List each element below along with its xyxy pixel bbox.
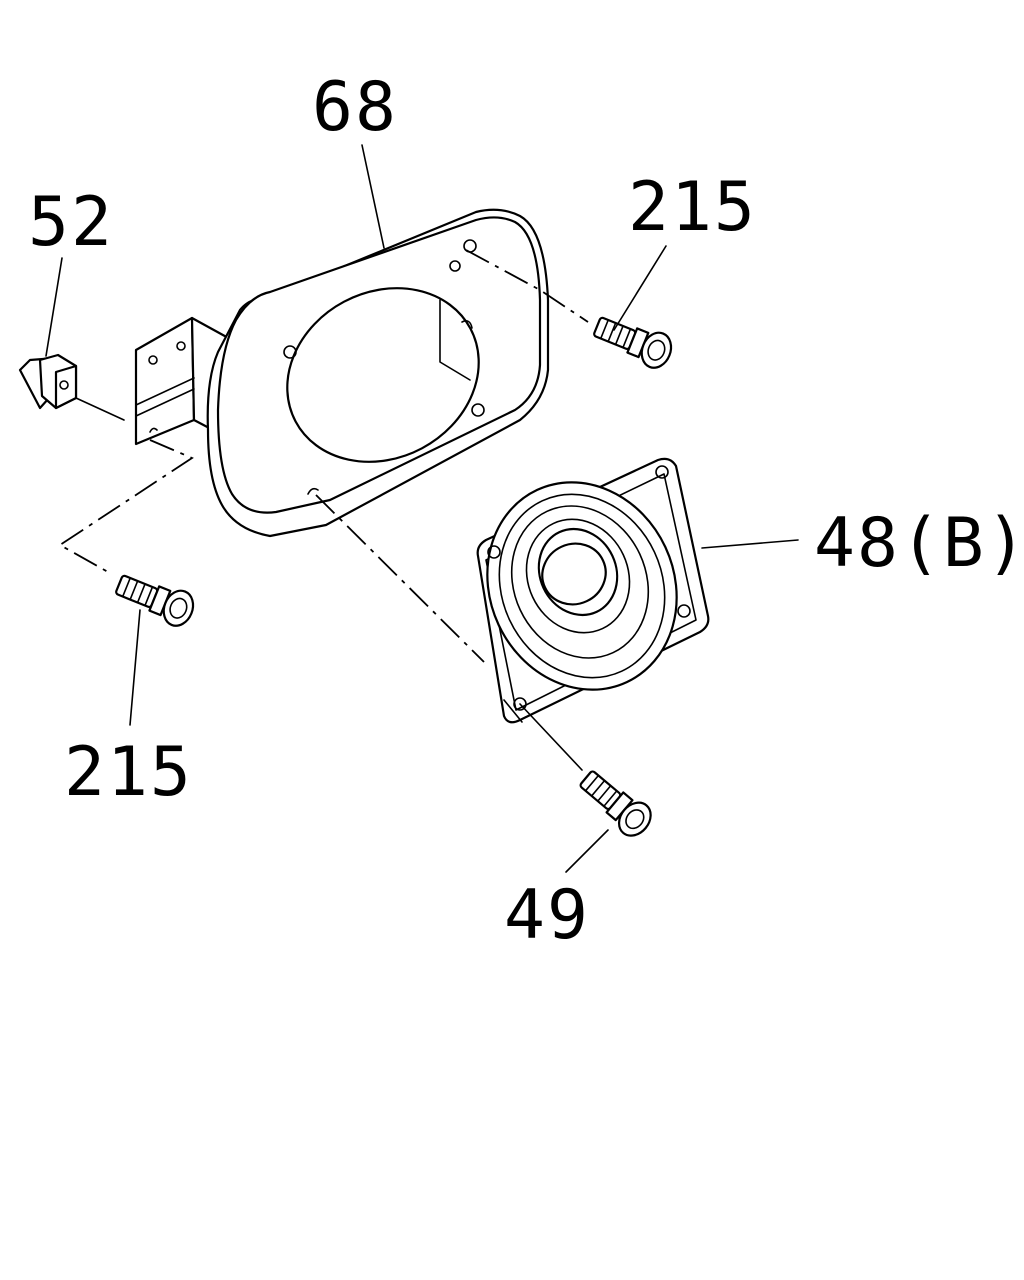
- callout-68: 68: [312, 68, 398, 147]
- screw-215-left: [115, 574, 195, 627]
- screw-49: [579, 770, 652, 837]
- callout-49: 49: [504, 876, 590, 955]
- callouts: 68 52 215 215 48(B) 49: [28, 68, 1024, 955]
- speaker-bracket-68: [134, 208, 550, 538]
- callout-48b: 48(B): [814, 504, 1024, 583]
- callout-52: 52: [28, 183, 114, 262]
- speaker-48b: [476, 457, 710, 724]
- callout-215-left: 215: [64, 733, 193, 812]
- assembly-lines: [58, 249, 589, 771]
- clip-52: [18, 353, 78, 410]
- callout-215-upper-right: 215: [628, 168, 757, 247]
- leader-lines: [45, 144, 799, 873]
- screw-215-upper-right: [593, 316, 673, 369]
